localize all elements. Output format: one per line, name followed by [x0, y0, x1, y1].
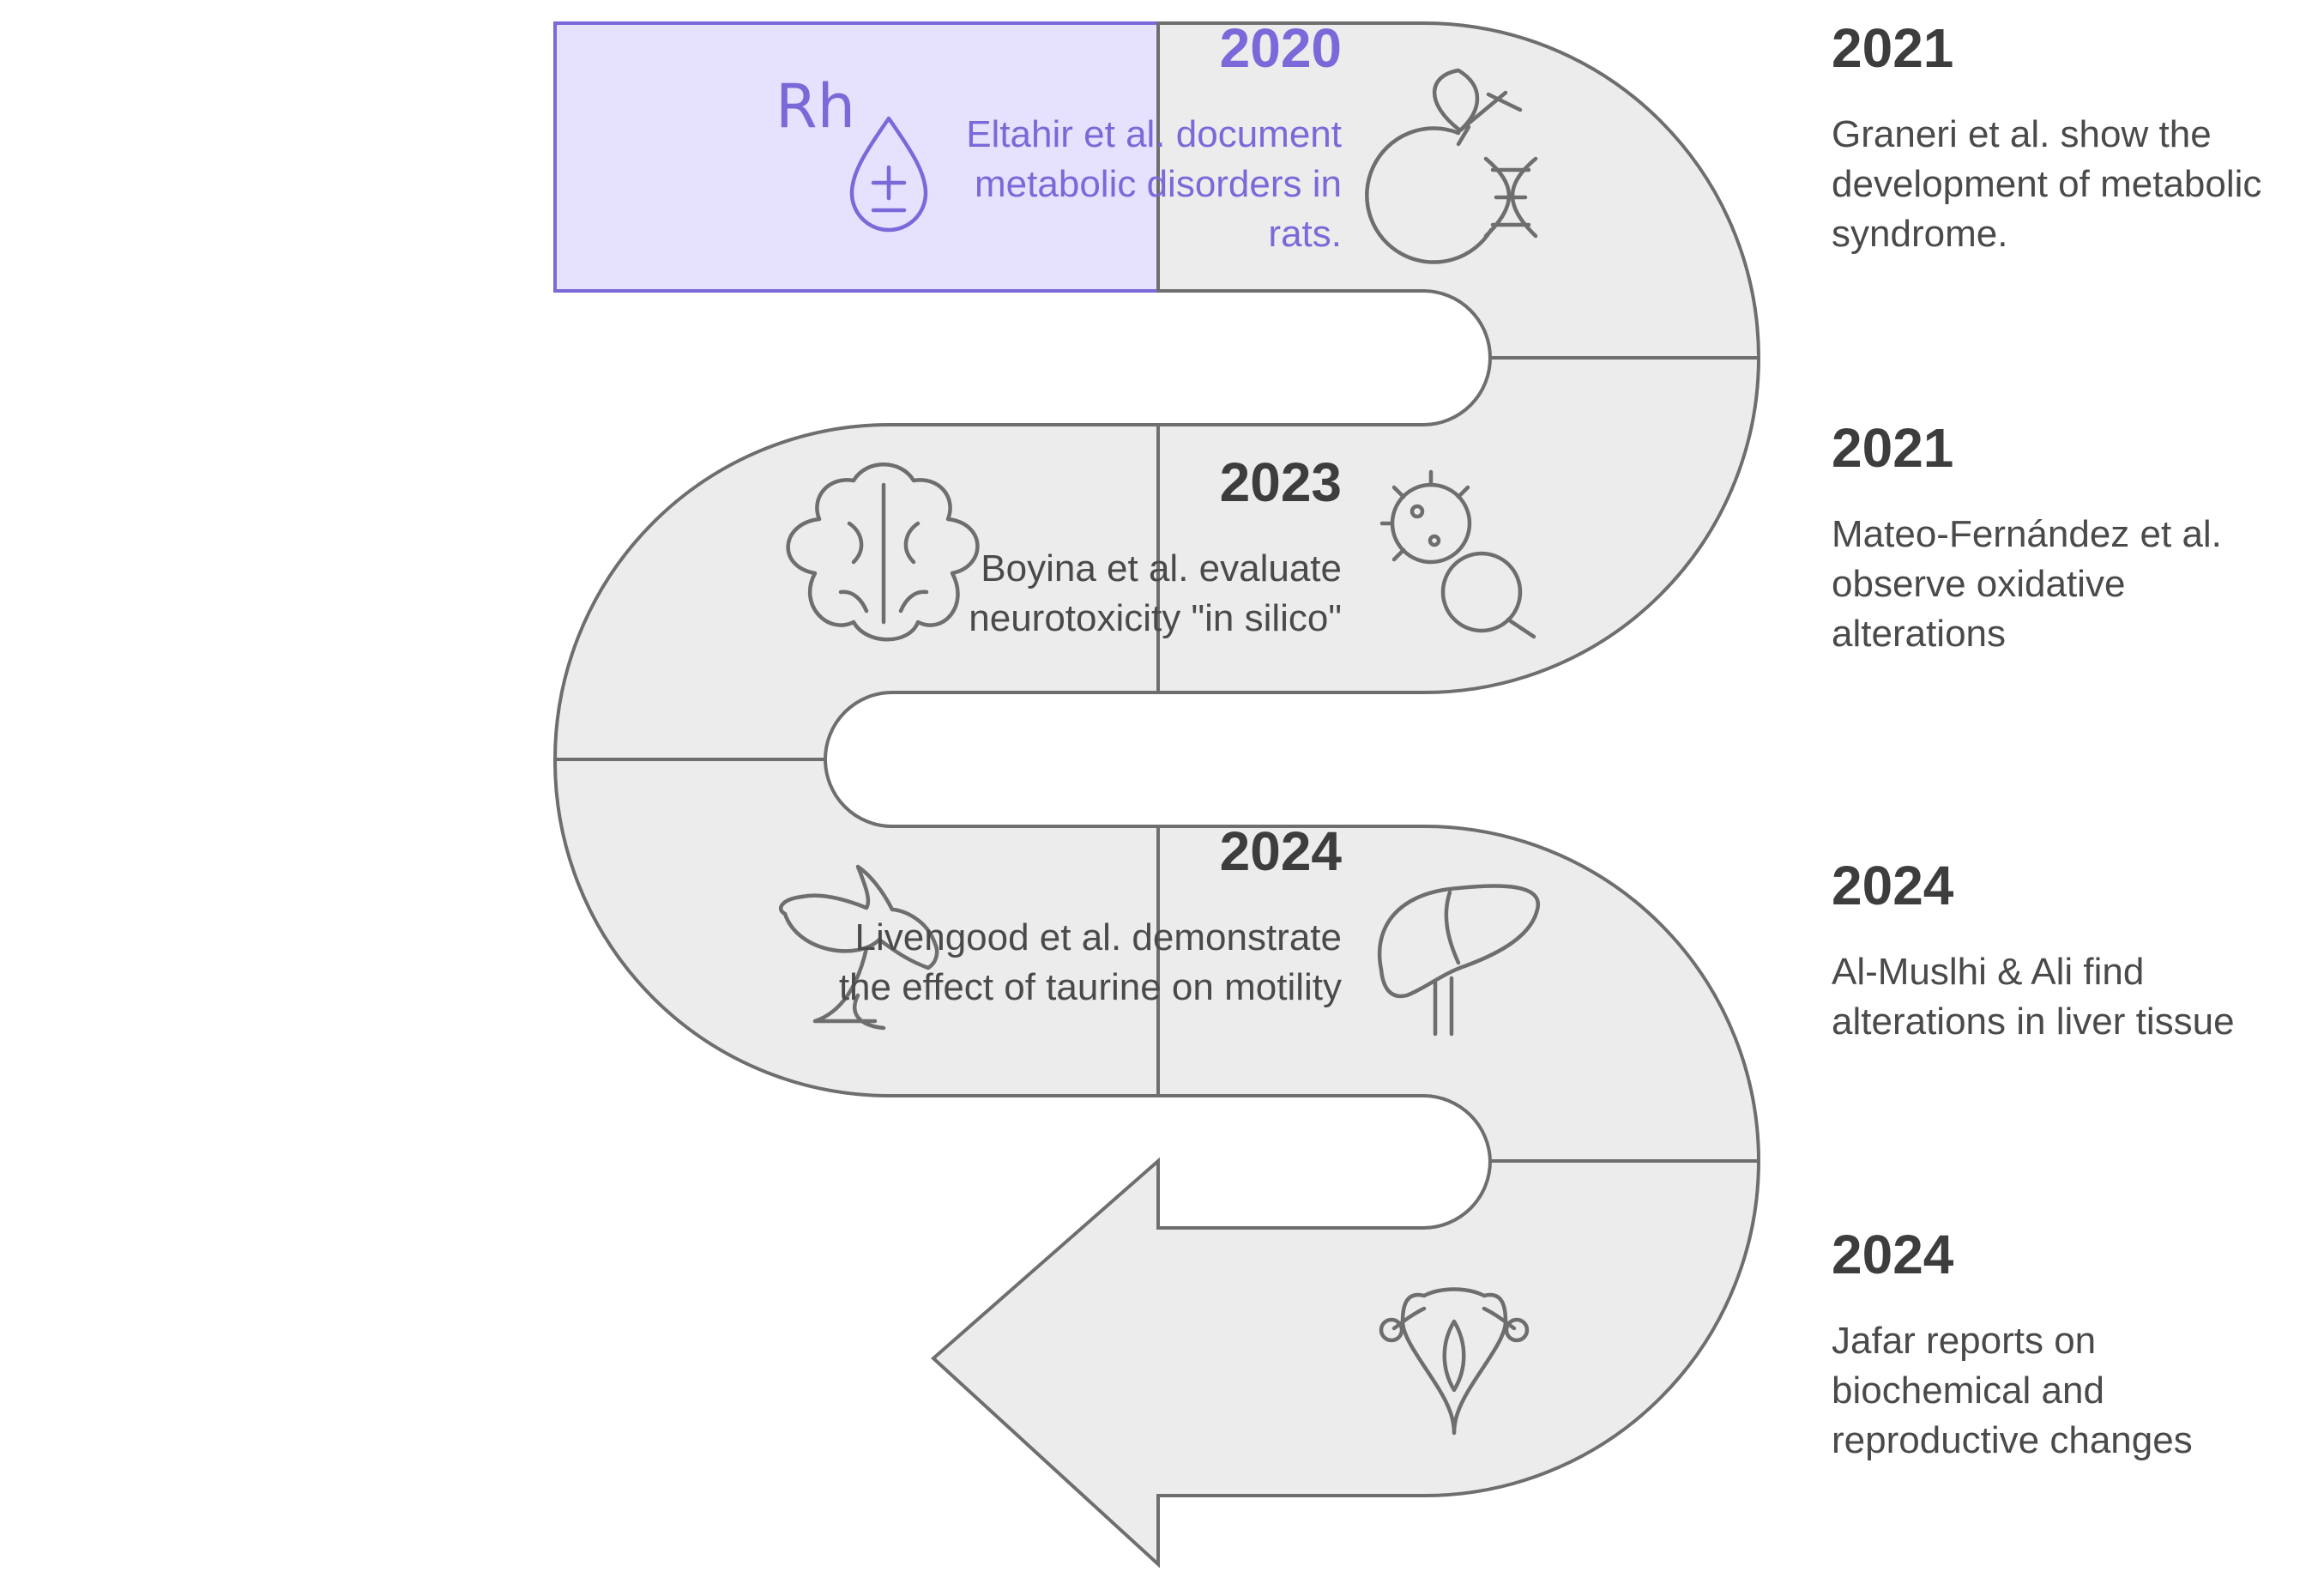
- event-year: 2023: [1219, 451, 1342, 513]
- event-2024-jafar: 2024 Jafar reports on biochemical and re…: [1832, 1227, 2278, 1466]
- winding-path: [552, 21, 1761, 1569]
- event-year: 2021: [1832, 17, 1954, 79]
- liver-icon: [1377, 884, 1541, 1037]
- event-2023: 2023 Boyina et al. evaluate neurotoxicit…: [484, 455, 1342, 644]
- path-segment-arrow: [931, 1157, 1761, 1569]
- event-2024-livengood: 2024 Livengood et al. demonstrate the ef…: [484, 824, 1342, 1013]
- path-segment-2021-a: [1156, 21, 1761, 360]
- event-description: Eltahir et al. document metabolic disord…: [966, 113, 1342, 255]
- event-2021-mateo: 2021 Mateo-Fernández et al. observe oxid…: [1832, 420, 2278, 659]
- event-year: 2024: [1219, 820, 1342, 882]
- event-2020: 2020 Eltahir et al. document metabolic d…: [484, 21, 1342, 259]
- path-segment-2024-b: [1156, 825, 1761, 1163]
- brain-icon: [786, 463, 980, 642]
- bacteria-magnifier-icon: [1379, 469, 1536, 639]
- event-year: 2021: [1832, 417, 1954, 479]
- rh-blood-drop-icon: Rh: [776, 71, 928, 233]
- apple-dna-icon: [1365, 68, 1538, 264]
- event-description: Boyina et al. evaluate neurotoxicity "in…: [969, 547, 1342, 639]
- event-year: 2024: [1832, 855, 1954, 916]
- path-segment-2024-a: [552, 758, 1160, 1097]
- rabbit-icon: [779, 864, 939, 1031]
- event-description: Jafar reports on biochemical and reprodu…: [1832, 1320, 2193, 1461]
- event-description: Livengood et al. demonstrate the effect …: [838, 916, 1342, 1008]
- event-description: Mateo-Fernández et al. observe oxidative…: [1832, 513, 2222, 655]
- path-segment-2023: [552, 423, 1160, 761]
- uterus-icon: [1379, 1287, 1530, 1436]
- rh-icon-label: Rh: [776, 71, 855, 142]
- event-year: 2024: [1832, 1224, 1954, 1285]
- event-year: 2020: [1219, 17, 1342, 79]
- event-description: Al-Muslhi & Ali find alterations in live…: [1832, 951, 2235, 1043]
- event-2021-graneri: 2021 Graneri et al. show the development…: [1832, 21, 2312, 259]
- path-segment-2021-b: [1156, 356, 1761, 694]
- event-description: Graneri et al. show the development of m…: [1832, 113, 2262, 255]
- event-2024-almuslhi: 2024 Al-Muslhi & Ali find alterations in…: [1832, 858, 2312, 1047]
